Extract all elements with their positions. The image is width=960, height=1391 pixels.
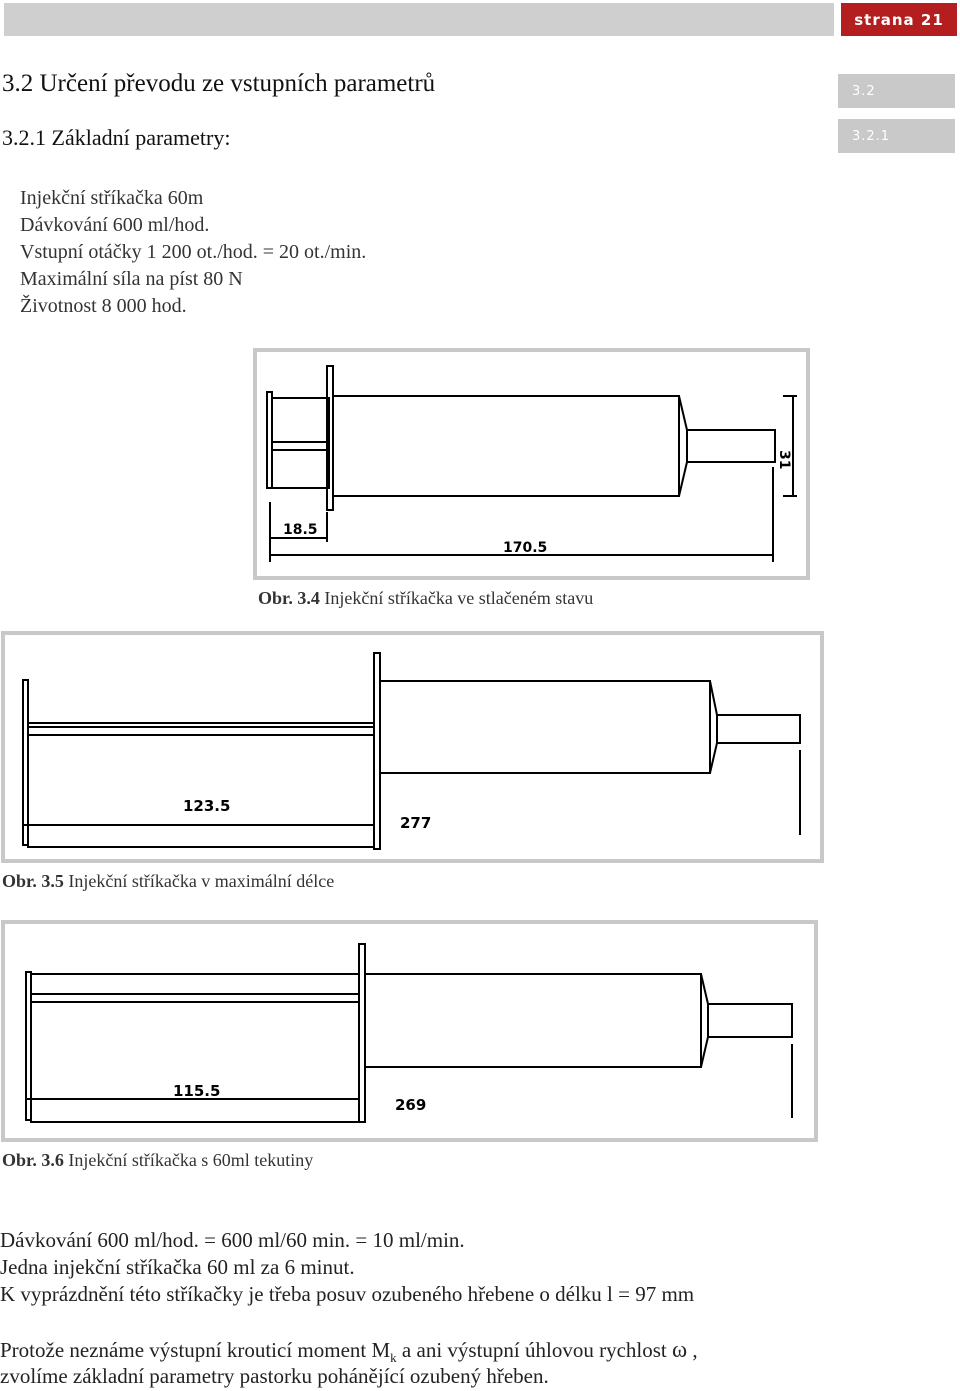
dimension-label: 115.5 — [173, 1082, 220, 1100]
section-heading: 3.2 Určení převodu ze vstupních parametr… — [2, 70, 436, 97]
parameter-item: Dávkování 600 ml/hod. — [20, 214, 210, 236]
dimension-label: 123.5 — [183, 797, 230, 815]
subsection-heading: 3.2.1 Základní parametry: — [2, 125, 231, 150]
text-run: a ani výstupní úhlovou rychlost — [396, 1338, 672, 1362]
caption-text: Injekční stříkačka s 60ml tekutiny — [63, 1150, 314, 1170]
syringe-60ml-drawing: 115.5 269 — [25, 943, 793, 1123]
section-badge[interactable]: 3.2 — [838, 74, 955, 108]
paragraph-line: K vyprázdnění této stříkačky je třeba po… — [0, 1282, 695, 1306]
paragraph-line: Jedna injekční stříkačka 60 ml za 6 minu… — [0, 1255, 355, 1279]
caption-text: Injekční stříkačka ve stlačeném stavu — [319, 588, 594, 608]
parameter-item: Injekční stříkačka 60m — [20, 187, 204, 209]
parameter-item: Životnost 8 000 hod. — [20, 295, 187, 317]
caption-text: Injekční stříkačka v maximální délce — [63, 871, 335, 891]
subsection-badge[interactable]: 3.2.1 — [838, 119, 955, 153]
figure-number: Obr. 3.5 — [2, 871, 64, 891]
figure-caption: Obr. 3.6 Injekční stříkačka s 60ml tekut… — [2, 1150, 313, 1171]
syringe-maximum-drawing: 123.5 277 — [22, 652, 801, 850]
parameter-list: Injekční stříkačka 60m Dávkování 600 ml/… — [20, 185, 366, 320]
paragraph-line: zvolíme základní parametry pastorku pohá… — [0, 1364, 549, 1388]
omega-symbol: ω — [671, 1337, 688, 1362]
dimension-label: 269 — [395, 1096, 426, 1114]
subscript: k — [390, 1350, 397, 1366]
figure-number: Obr. 3.4 — [258, 588, 320, 608]
page-number-badge: strana 21 — [841, 3, 957, 36]
text-run: , — [687, 1338, 698, 1362]
figure-number: Obr. 3.6 — [2, 1150, 64, 1170]
syringe-compressed-drawing: 18.5 170.5 31 — [266, 365, 797, 562]
dimension-label: 31 — [776, 450, 792, 469]
header-bar — [4, 3, 834, 36]
figure-syringe-compressed: 18.5 170.5 31 — [253, 348, 810, 580]
figure-caption: Obr. 3.5 Injekční stříkačka v maximální … — [2, 871, 334, 892]
paragraph-line: Dávkování 600 ml/hod. = 600 ml/60 min. =… — [0, 1228, 465, 1252]
figure-syringe-maximum: 123.5 277 — [1, 631, 824, 863]
parameter-item: Maximální síla na píst 80 N — [20, 268, 243, 290]
figure-syringe-60ml: 115.5 269 — [1, 920, 818, 1142]
dimension-label: 18.5 — [283, 522, 318, 538]
figure-caption: Obr. 3.4 Injekční stříkačka ve stlačeném… — [258, 588, 593, 609]
parameter-item: Vstupní otáčky 1 200 ot./hod. = 20 ot./m… — [20, 241, 367, 263]
dimension-label: 170.5 — [503, 540, 547, 556]
text-run: Protože neznáme výstupní krouticí moment… — [0, 1338, 391, 1362]
dimension-label: 277 — [400, 814, 431, 832]
paragraph-line: Protože neznáme výstupní krouticí moment… — [0, 1337, 698, 1366]
